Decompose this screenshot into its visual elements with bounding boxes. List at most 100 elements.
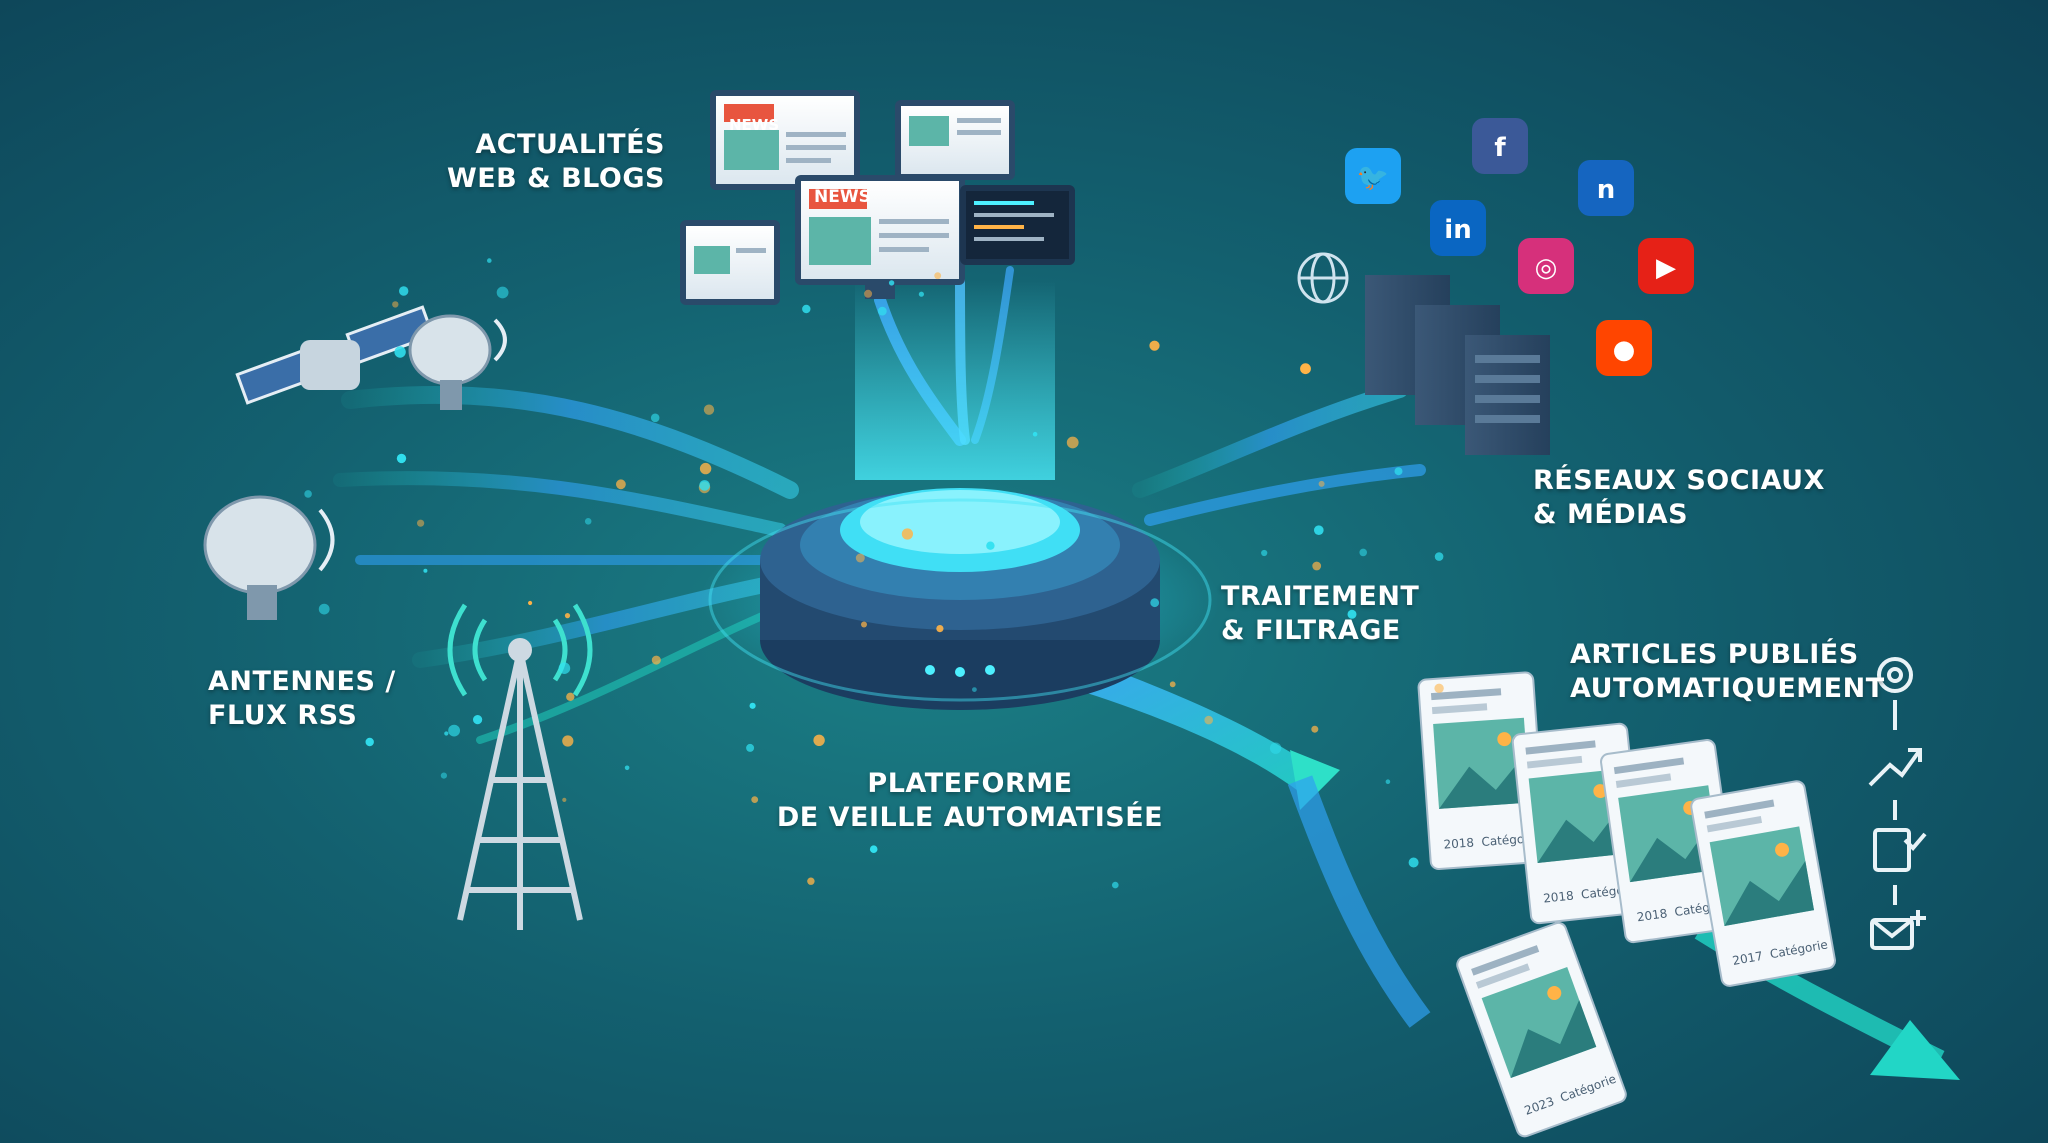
spark-particle xyxy=(473,715,483,725)
spark-particle xyxy=(650,413,660,423)
spark-particle xyxy=(496,286,509,299)
spark-particle xyxy=(699,462,712,475)
spark-particle xyxy=(934,272,942,280)
status-dot xyxy=(985,665,995,675)
spark-particle xyxy=(448,724,460,737)
label-line: RÉSEAUX SOCIAUX xyxy=(1533,465,1825,496)
spark-particle xyxy=(365,737,374,747)
instagram-icon: ◎ xyxy=(1518,238,1574,294)
label-platform: PLATEFORME DE VEILLE AUTOMATISÉE xyxy=(770,767,1170,835)
news-monitor-4 xyxy=(680,220,780,305)
article-date: 2018 xyxy=(1636,906,1668,924)
svg-text:f: f xyxy=(1494,133,1506,163)
spark-particle xyxy=(703,404,715,415)
label-processing: TRAITEMENT & FILTRAGE xyxy=(1221,580,1419,648)
spark-particle xyxy=(584,518,592,525)
label-line: AUTOMATIQUEMENT xyxy=(1570,673,1885,704)
news-monitor-2 xyxy=(895,100,1015,180)
label-line: PLATEFORME xyxy=(867,768,1073,799)
spark-particle xyxy=(807,877,815,885)
spark-particle xyxy=(392,301,399,308)
label-line: ACTUALITÉS xyxy=(475,129,665,160)
spark-particle xyxy=(562,797,567,803)
action-icons xyxy=(1868,657,1927,950)
spark-particle xyxy=(1408,857,1419,868)
particles xyxy=(304,258,1444,889)
spark-particle xyxy=(918,291,925,297)
spark-particle xyxy=(1066,436,1079,449)
news-badge-1: NEWS xyxy=(729,116,779,134)
label-line: TRAITEMENT xyxy=(1221,581,1420,612)
label-line: ANTENNES / xyxy=(208,666,396,697)
platform-beam xyxy=(855,280,1055,480)
linkedin-icon: in xyxy=(1430,200,1486,256)
spark-particle xyxy=(616,479,626,490)
spark-particle xyxy=(564,613,571,619)
spark-particle xyxy=(699,480,710,491)
twitter-icon: 🐦 xyxy=(1345,148,1401,204)
spark-particle xyxy=(304,490,312,498)
settings-gear-icon xyxy=(1877,657,1913,693)
youtube-icon: ▶ xyxy=(1638,238,1694,294)
label-articles: ARTICLES PUBLIÉS AUTOMATIQUEMENT xyxy=(1570,638,1885,706)
label-web-blogs: ACTUALITÉS WEB & BLOGS xyxy=(400,128,665,196)
spark-particle xyxy=(1204,715,1213,725)
spark-particle xyxy=(1318,480,1325,487)
spark-particle xyxy=(1300,363,1311,375)
spark-particle xyxy=(1032,431,1038,437)
document-check-icon xyxy=(1873,828,1927,872)
spark-particle xyxy=(888,280,895,286)
label-line: & MÉDIAS xyxy=(1533,499,1689,530)
svg-text:◎: ◎ xyxy=(1535,253,1558,283)
spark-particle xyxy=(986,541,995,550)
satellite-icon xyxy=(235,305,435,405)
spark-particle xyxy=(487,258,492,263)
spark-particle xyxy=(877,306,887,316)
microsoft-icon: n xyxy=(1578,160,1634,216)
label-antennas-rss: ANTENNES / FLUX RSS xyxy=(208,665,396,733)
svg-text:in: in xyxy=(1444,215,1471,245)
svg-text:▶: ▶ xyxy=(1656,253,1676,283)
spark-particle xyxy=(417,519,425,527)
spark-particle xyxy=(813,734,825,746)
spark-particle xyxy=(396,453,407,464)
spark-particle xyxy=(1112,881,1119,889)
spark-particle xyxy=(1149,340,1160,351)
spark-particle xyxy=(624,765,630,771)
spark-particle xyxy=(440,772,447,779)
facebook-icon: f xyxy=(1472,118,1528,174)
spark-particle xyxy=(1312,561,1322,571)
spark-particle xyxy=(864,289,873,298)
dish-antenna-icon xyxy=(203,495,335,620)
spark-particle xyxy=(528,600,533,606)
svg-text:n: n xyxy=(1597,175,1616,205)
spark-particle xyxy=(1325,626,1332,633)
mail-add-icon xyxy=(1870,910,1926,950)
spark-particle xyxy=(1385,779,1391,784)
label-line: & FILTRAGE xyxy=(1221,615,1401,646)
article-date: 2018 xyxy=(1543,888,1575,905)
label-line: WEB & BLOGS xyxy=(446,163,665,194)
status-dot xyxy=(925,665,935,675)
spark-particle xyxy=(972,687,977,692)
article-date: 2017 xyxy=(1731,949,1764,968)
spark-particle xyxy=(1261,549,1268,557)
svg-text:●: ● xyxy=(1613,335,1636,365)
label-line: ARTICLES PUBLIÉS xyxy=(1570,639,1859,670)
news-screens: NEWS NEWS xyxy=(680,90,1075,305)
spark-particle xyxy=(1311,725,1319,733)
news-badge-2: NEWS xyxy=(814,187,871,207)
spark-particle xyxy=(566,692,575,701)
spark-particle xyxy=(1394,467,1403,476)
social-group: 🐦 f in ◎ ▶ ● n xyxy=(1297,118,1694,455)
spark-particle xyxy=(869,845,878,853)
label-social-media: RÉSEAUX SOCIAUX & MÉDIAS xyxy=(1533,464,1825,532)
globe-icon xyxy=(1297,252,1349,304)
spark-particle xyxy=(751,796,759,803)
svg-text:🐦: 🐦 xyxy=(1357,163,1389,193)
